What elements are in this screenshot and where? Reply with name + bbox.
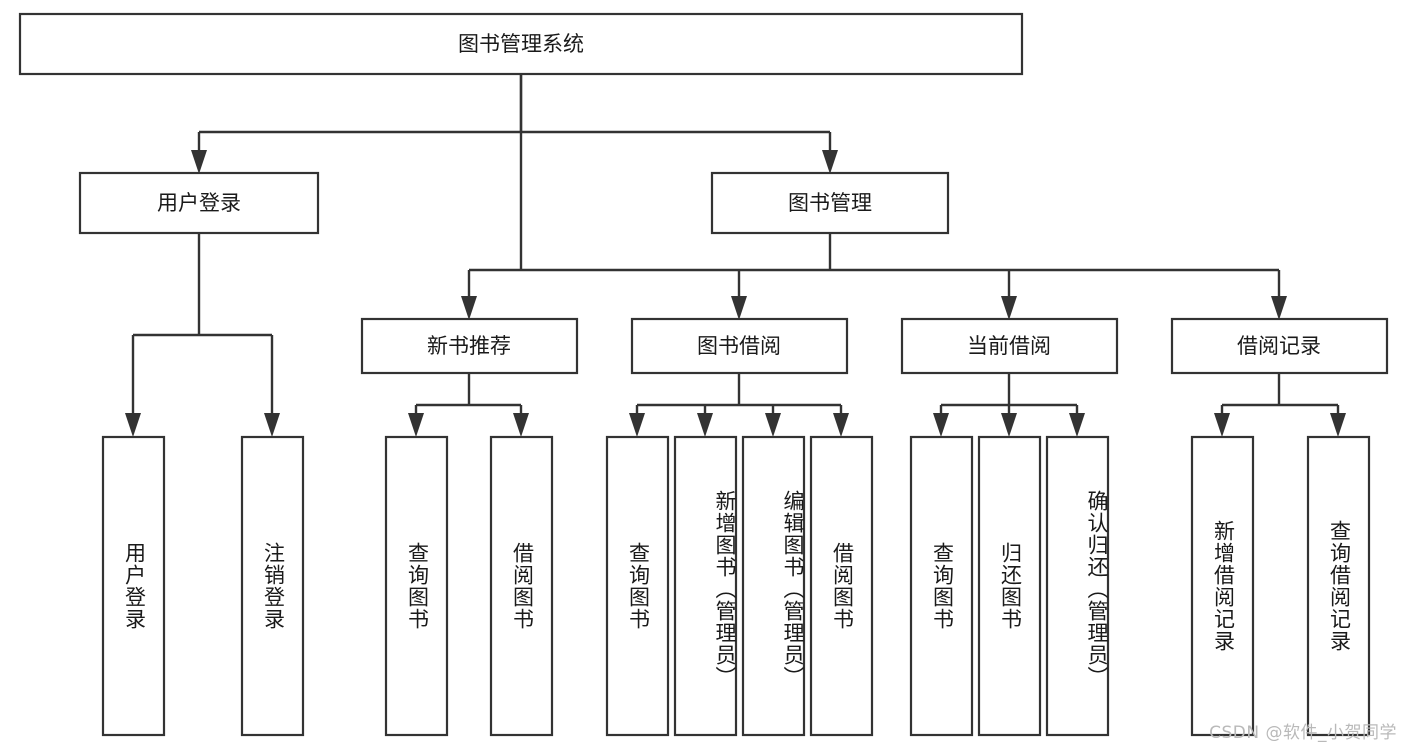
node-new-book-recommend-label: 新书推荐 [427, 334, 511, 358]
node-user-login-box[interactable] [78, 171, 320, 235]
node-current-borrow[interactable]: 当前借阅 [900, 317, 1119, 375]
arrow-book-borrow-child1 [629, 413, 645, 437]
leaf-box-book-borrow-3[interactable] [741, 435, 806, 737]
connector-group-book-borrow [629, 373, 849, 437]
node-root[interactable]: 图书管理系统 [18, 12, 1024, 76]
connector-group-user-login [125, 233, 280, 437]
leaf-box-user-login-1[interactable] [101, 435, 166, 737]
node-new-book-recommend-box[interactable] [360, 317, 579, 375]
leaf-group-current-borrow [909, 435, 1110, 737]
arrow-current-borrow-child1 [933, 413, 949, 437]
node-user-login-label: 用户登录 [157, 191, 241, 215]
leaf-box-current-borrow-1[interactable] [909, 435, 974, 737]
watermark-text: CSDN @软件_小贺同学 [1209, 723, 1397, 743]
arrow-to-book-manage [822, 150, 838, 174]
connector-group-current-borrow [933, 373, 1085, 437]
arrow-new-book-child2 [513, 413, 529, 437]
arrow-borrow-record-child2 [1330, 413, 1346, 437]
leaf-box-book-borrow-4[interactable] [809, 435, 874, 737]
arrow-to-user-login [191, 150, 207, 174]
leaf-group-book-borrow [605, 435, 874, 737]
connector-group-borrow-record [1214, 373, 1346, 437]
arrow-borrow-record-child1 [1214, 413, 1230, 437]
node-current-borrow-box[interactable] [900, 317, 1119, 375]
node-book-manage-label: 图书管理 [788, 191, 872, 215]
leaf-box-current-borrow-2[interactable] [977, 435, 1042, 737]
arrow-user-login-child2 [264, 413, 280, 437]
leaf-box-borrow-record-1[interactable] [1190, 435, 1255, 737]
node-user-login[interactable]: 用户登录 [78, 171, 320, 235]
arrow-to-book-borrow [731, 296, 747, 320]
connector-group-book-manage [461, 233, 1287, 320]
node-root-label: 图书管理系统 [458, 32, 584, 56]
leaf-box-borrow-record-2[interactable] [1306, 435, 1371, 737]
node-root-box[interactable] [18, 12, 1024, 76]
node-book-manage-box[interactable] [710, 171, 950, 235]
node-book-manage[interactable]: 图书管理 [710, 171, 950, 235]
leaf-group-new-book-recommend [384, 435, 554, 737]
arrow-current-borrow-child2 [1001, 413, 1017, 437]
leaf-group-borrow-record [1190, 435, 1371, 737]
arrow-to-current-borrow [1001, 296, 1017, 320]
arrow-to-borrow-record [1271, 296, 1287, 320]
leaf-box-user-login-2[interactable] [240, 435, 305, 737]
node-book-borrow[interactable]: 图书借阅 [630, 317, 849, 375]
arrow-new-book-child1 [408, 413, 424, 437]
node-borrow-record-box[interactable] [1170, 317, 1389, 375]
leaf-box-book-borrow-1[interactable] [605, 435, 670, 737]
arrow-current-borrow-child3 [1069, 413, 1085, 437]
node-book-borrow-box[interactable] [630, 317, 849, 375]
leaf-box-current-borrow-3[interactable] [1045, 435, 1110, 737]
arrow-book-borrow-child2 [697, 413, 713, 437]
node-borrow-record[interactable]: 借阅记录 [1170, 317, 1389, 375]
connector-group-root [191, 74, 838, 270]
leaf-box-new-book-1[interactable] [384, 435, 449, 737]
node-current-borrow-label: 当前借阅 [967, 334, 1051, 358]
connector-group-new-book [408, 373, 529, 437]
node-book-borrow-label: 图书借阅 [697, 334, 781, 358]
arrow-user-login-child1 [125, 413, 141, 437]
leaf-box-new-book-2[interactable] [489, 435, 554, 737]
leaf-group-user-login [101, 435, 305, 737]
leaf-box-book-borrow-2[interactable] [673, 435, 738, 737]
node-new-book-recommend[interactable]: 新书推荐 [360, 317, 579, 375]
arrow-book-borrow-child3 [765, 413, 781, 437]
arrow-to-new-book [461, 296, 477, 320]
arrow-book-borrow-child4 [833, 413, 849, 437]
node-borrow-record-label: 借阅记录 [1237, 334, 1321, 358]
